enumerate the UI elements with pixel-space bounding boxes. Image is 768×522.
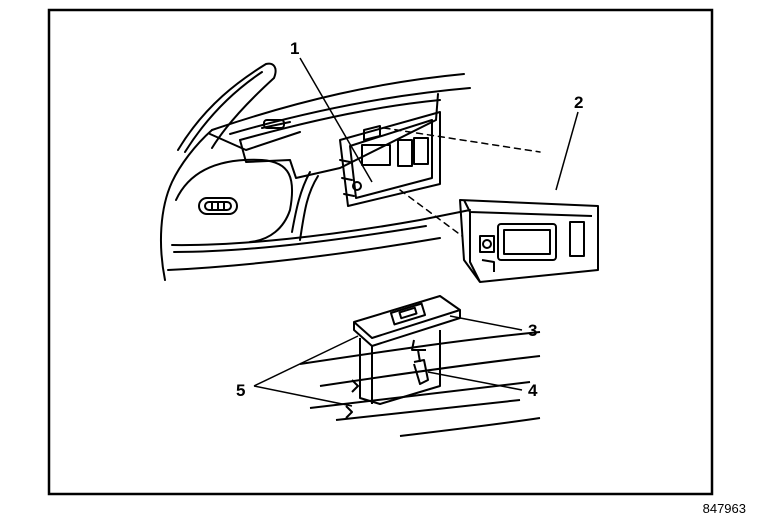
side-air-vent: [198, 197, 238, 215]
leader-3: [449, 315, 523, 331]
dash-lower-trim: [171, 209, 471, 247]
dash-top-edge-3: [239, 99, 441, 141]
leader-2: [555, 111, 579, 191]
figure-number: 847963: [702, 501, 746, 516]
a-pillar: [177, 62, 277, 151]
a-pillar-inner: [184, 71, 263, 153]
center-stack: [339, 111, 441, 207]
retaining-clip: [351, 379, 359, 393]
diagram-frame: [47, 8, 714, 496]
dash-left-end: [159, 129, 213, 281]
leader-lines: [253, 57, 579, 407]
leader-5b: [253, 385, 353, 407]
switch-assembly: [299, 295, 541, 437]
removal-guide-dashed: [383, 127, 541, 153]
switch-bezel: [459, 199, 599, 283]
callout-3: 3: [528, 321, 537, 340]
callout-5: 5: [236, 381, 245, 400]
leader-4: [427, 371, 523, 391]
dash-body: [239, 93, 439, 179]
dash-left-bulge: [175, 158, 294, 243]
callout-2: 2: [574, 93, 583, 112]
callout-4: 4: [528, 381, 538, 400]
leader-5a: [253, 335, 359, 387]
dashboard-illustration: [159, 62, 541, 281]
leader-1: [299, 57, 373, 183]
dash-top-edge: [211, 73, 465, 131]
callout-1: 1: [290, 39, 299, 58]
